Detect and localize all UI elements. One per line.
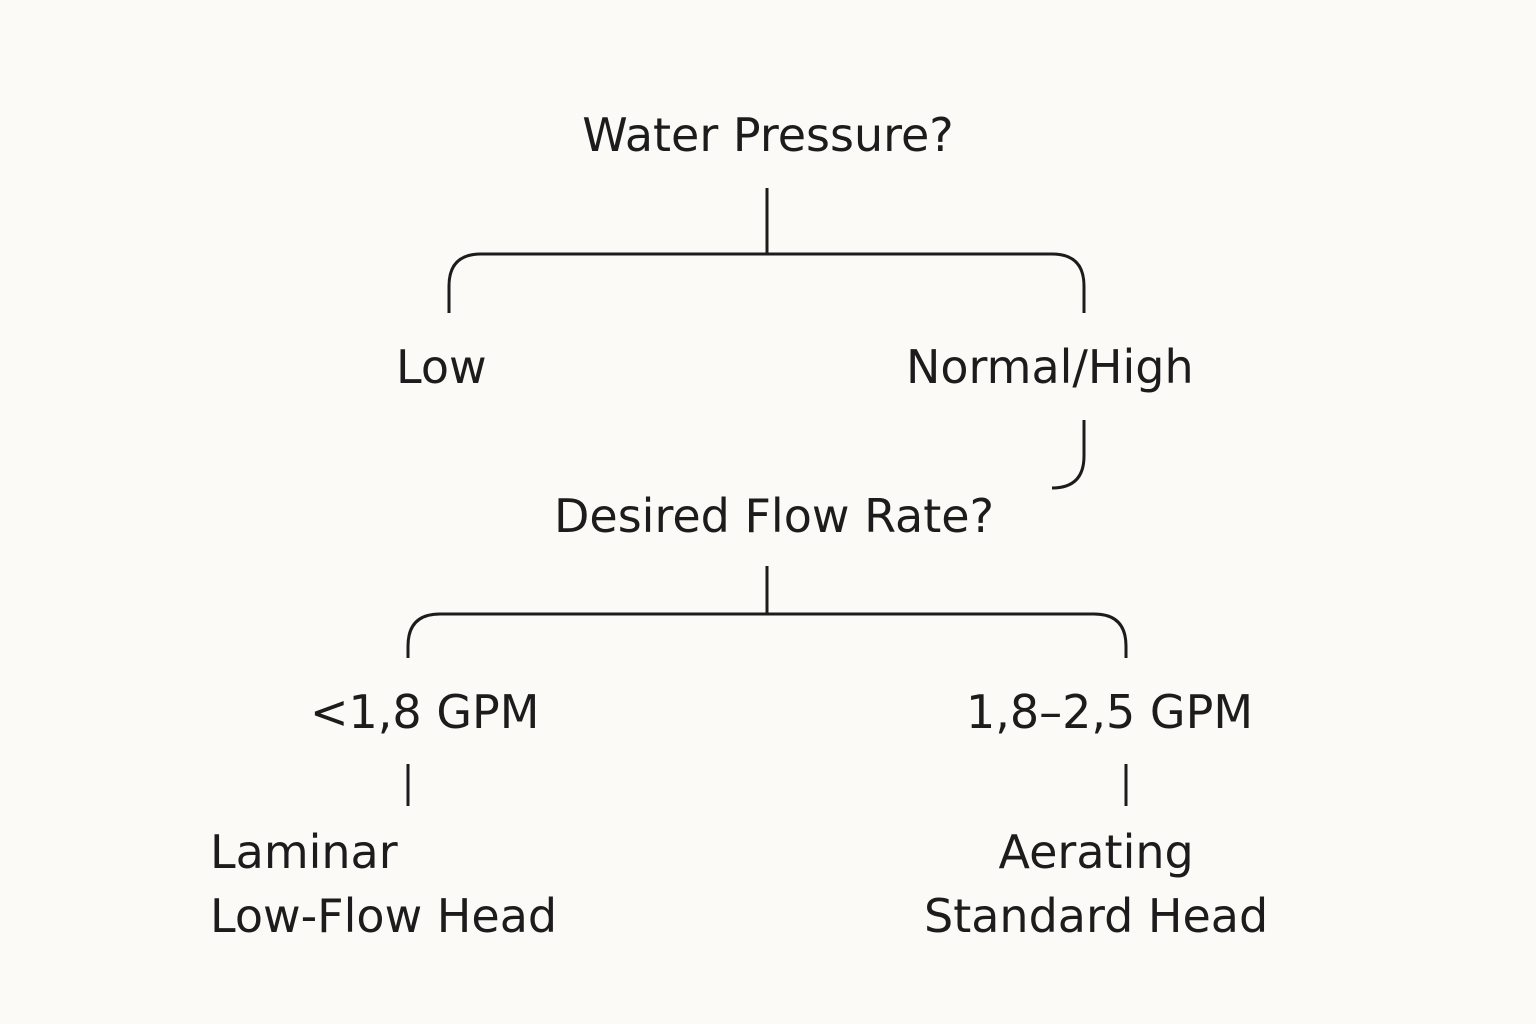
result-aerating-standard-head: Aerating Standard Head (924, 820, 1268, 948)
branch-under-1-8-gpm: <1,8 GPM (310, 680, 539, 744)
branch-1-8-to-2-5-gpm-label: 1,8–2,5 GPM (966, 685, 1254, 739)
branch-normal-high: Normal/High (906, 335, 1194, 399)
result-left-line-2: Low-Flow Head (210, 889, 558, 943)
branch-under-1-8-gpm-label: <1,8 GPM (310, 685, 540, 739)
question-desired-flow-rate: Desired Flow Rate? (474, 484, 1074, 548)
branch-low: Low (396, 335, 487, 399)
question-desired-flow-rate-label: Desired Flow Rate? (553, 489, 994, 543)
branch-1-8-to-2-5-gpm: 1,8–2,5 GPM (966, 680, 1253, 744)
question-water-pressure-label: Water Pressure? (582, 108, 954, 162)
result-right-line-2: Standard Head (924, 889, 1269, 943)
connector-split-1 (447, 252, 1086, 313)
branch-low-label: Low (396, 340, 487, 394)
result-left-line-1: Laminar (210, 825, 398, 879)
connector-normal-to-q2 (1051, 420, 1086, 490)
result-right-line-1: Aerating (998, 825, 1194, 879)
result-laminar-low-flow-head: Laminar Low-Flow Head (210, 820, 557, 948)
question-water-pressure: Water Pressure? (468, 103, 1068, 167)
branch-normal-high-label: Normal/High (906, 340, 1194, 394)
connector-split-2 (406, 612, 1128, 658)
